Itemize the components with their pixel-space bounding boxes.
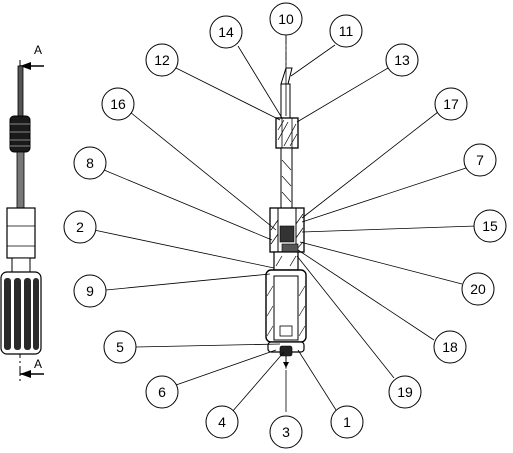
svg-text:5: 5	[116, 339, 124, 355]
balloon-2: 2	[63, 210, 97, 244]
balloon-9: 9	[73, 274, 107, 308]
leader-lines	[93, 33, 477, 413]
balloon-3: 3	[269, 415, 303, 449]
svg-text:6: 6	[158, 384, 166, 400]
balloon-12: 12	[145, 43, 179, 77]
part-end-cap	[267, 341, 305, 368]
svg-text:1: 1	[343, 414, 351, 430]
svg-text:14: 14	[218, 24, 234, 40]
balloon-17: 17	[434, 87, 468, 121]
svg-text:2: 2	[76, 219, 84, 235]
side-neck	[11, 257, 31, 273]
svg-text:20: 20	[470, 281, 486, 297]
balloon-16: 16	[101, 87, 135, 121]
part-bit	[280, 67, 293, 121]
balloon-10: 10	[269, 2, 303, 36]
balloon-20: 20	[461, 272, 495, 306]
balloon-5: 5	[103, 330, 137, 364]
balloon-1: 1	[330, 405, 364, 439]
svg-text:16: 16	[110, 96, 126, 112]
svg-text:13: 13	[394, 52, 410, 68]
balloon-4: 4	[205, 405, 239, 439]
balloon-19: 19	[388, 375, 422, 409]
side-collar	[6, 207, 36, 259]
section-arrow-bottom	[20, 370, 44, 378]
svg-text:7: 7	[476, 152, 484, 168]
part-neck	[273, 251, 299, 271]
svg-text:3: 3	[282, 424, 290, 440]
balloons: 10 11 14 12 13 16 17 8 7 2 15 9 20 5 18 …	[63, 2, 507, 449]
balloon-8: 8	[73, 146, 107, 180]
balloon-14: 14	[209, 15, 243, 49]
side-handle	[0, 271, 42, 355]
balloon-13: 13	[385, 43, 419, 77]
part-handle	[265, 269, 307, 343]
side-chuck-nut	[9, 115, 31, 153]
balloon-7: 7	[463, 143, 497, 177]
svg-text:17: 17	[443, 96, 459, 112]
svg-text:19: 19	[397, 384, 413, 400]
side-shaft	[16, 151, 25, 209]
balloon-11: 11	[329, 14, 363, 48]
svg-text:12: 12	[154, 52, 170, 68]
side-bit	[17, 65, 24, 117]
part-upper-chuck	[275, 117, 299, 149]
part-shaft	[280, 147, 293, 209]
svg-text:8: 8	[86, 155, 94, 171]
svg-text:10: 10	[278, 11, 294, 27]
balloon-6: 6	[145, 375, 179, 409]
svg-text:4: 4	[218, 414, 226, 430]
balloon-15: 15	[473, 209, 507, 243]
section-label-bottom: A	[34, 357, 42, 371]
side-view: A A	[0, 43, 44, 382]
svg-text:18: 18	[442, 339, 458, 355]
svg-text:11: 11	[339, 23, 354, 39]
section-view	[265, 20, 307, 372]
section-arrow-top	[20, 62, 44, 70]
svg-text:9: 9	[86, 283, 94, 299]
part-collar	[269, 207, 305, 253]
section-label-top: A	[34, 43, 42, 57]
balloon-18: 18	[433, 330, 467, 364]
svg-text:15: 15	[482, 218, 498, 234]
